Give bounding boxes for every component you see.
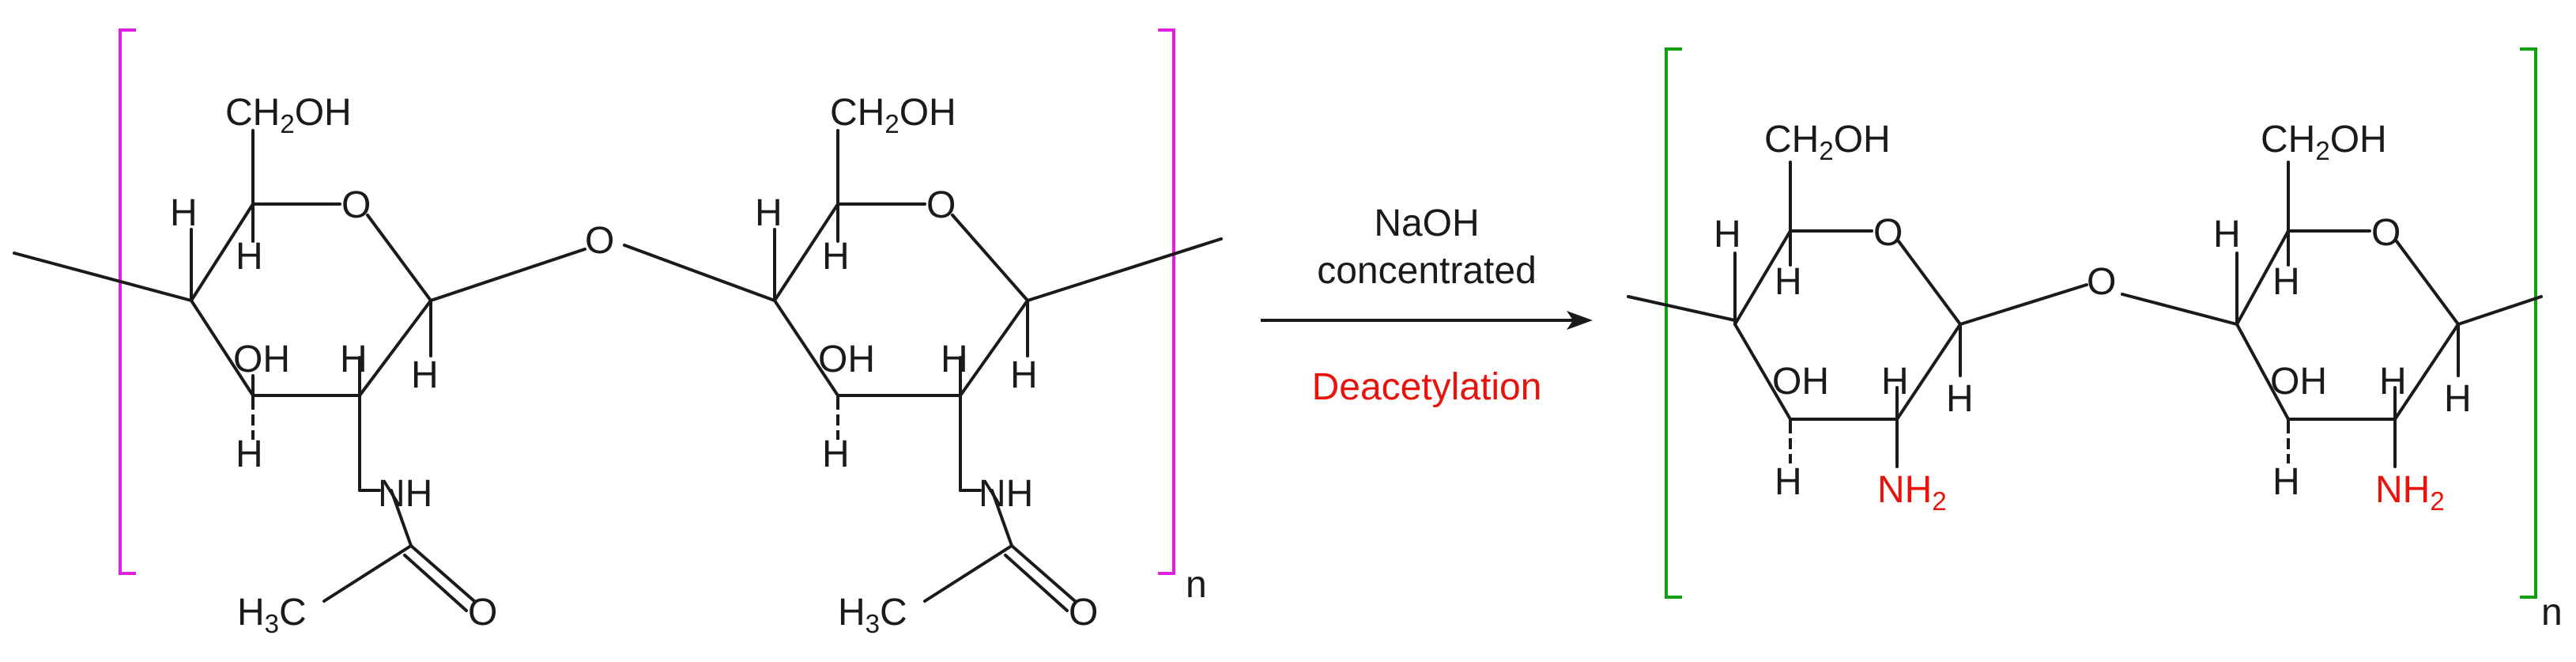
ch2oh-label: CH2OH xyxy=(2261,119,2387,165)
nh2-label: NH2 xyxy=(2375,469,2445,516)
h-label: H xyxy=(1946,378,1974,420)
arrowhead-icon xyxy=(1567,311,1593,330)
h-label: H xyxy=(1775,261,1802,303)
h-label: H xyxy=(941,339,968,380)
h-label: H xyxy=(1714,214,1741,255)
chitin-repeat-index: n xyxy=(1186,564,1207,606)
reagent-line-1: NaOH xyxy=(1374,202,1479,244)
chitosan-structure: n CH2OH O H H H OH H H N xyxy=(1627,47,2563,634)
chain-bond-right xyxy=(1026,237,1223,302)
h-label: H xyxy=(236,236,263,278)
ring-oxygen: O xyxy=(341,184,371,226)
chitin-left-bracket xyxy=(119,28,136,575)
nh2-label: NH2 xyxy=(1877,469,1947,516)
nh-label: NH xyxy=(979,473,1033,515)
h-label: H xyxy=(2213,214,2241,255)
chitosan-right-bracket xyxy=(2520,47,2537,599)
reagent-line-2: concentrated xyxy=(1317,250,1537,292)
chitin-structure: n xyxy=(13,28,1223,638)
glycosidic-oxygen: O xyxy=(585,220,614,262)
h-label: H xyxy=(822,236,850,278)
nh-label: NH xyxy=(378,473,432,515)
h-label: H xyxy=(755,192,783,234)
ring-oxygen: O xyxy=(2371,212,2401,254)
glycosidic-oxygen: O xyxy=(2087,261,2116,303)
h-label: H xyxy=(170,192,198,234)
h-label: H xyxy=(1775,461,1802,503)
h-label: H xyxy=(411,354,439,396)
chitosan-repeat-index: n xyxy=(2541,592,2563,634)
h-label: H xyxy=(1881,361,1909,403)
process-label: Deacetylation xyxy=(1312,366,1542,408)
reaction-arrow-group: NaOH concentrated Deacetylation xyxy=(1261,202,1593,408)
chain-bond-left xyxy=(1627,295,1737,322)
h-label: H xyxy=(340,339,368,380)
chain-bond-right xyxy=(2457,295,2543,326)
h-label: H xyxy=(2379,361,2407,403)
h-label: H xyxy=(1010,354,1038,396)
ring-oxygen: O xyxy=(926,184,956,226)
h-label: H xyxy=(2272,261,2300,303)
oh-label: OH xyxy=(818,339,875,380)
oh-label: OH xyxy=(1772,361,1829,403)
ch2oh-label: CH2OH xyxy=(1764,119,1891,165)
chitosan-left-bracket xyxy=(1665,47,1682,599)
oh-label: OH xyxy=(233,339,290,380)
chitin-ring-2 xyxy=(623,129,1077,612)
chain-bond-left xyxy=(13,252,193,302)
h-label: H xyxy=(822,433,850,475)
ch2oh-label: CH2OH xyxy=(830,92,956,138)
methyl-label: H3C xyxy=(237,592,307,638)
ch2oh-label: CH2OH xyxy=(225,92,352,138)
carbonyl-oxygen: O xyxy=(468,592,497,634)
chitin-right-bracket xyxy=(1158,28,1175,575)
chitin-ring-1 xyxy=(190,129,586,612)
oh-label: OH xyxy=(2270,361,2327,403)
h-label: H xyxy=(2272,461,2300,503)
methyl-label: H3C xyxy=(838,592,907,638)
h-label: H xyxy=(236,433,263,475)
carbonyl-oxygen: O xyxy=(1069,592,1098,634)
ring-oxygen: O xyxy=(1873,212,1903,254)
chitosan-ring-1 xyxy=(1733,161,2088,468)
chitosan-ring-2 xyxy=(2121,161,2460,468)
h-label: H xyxy=(2444,378,2472,420)
